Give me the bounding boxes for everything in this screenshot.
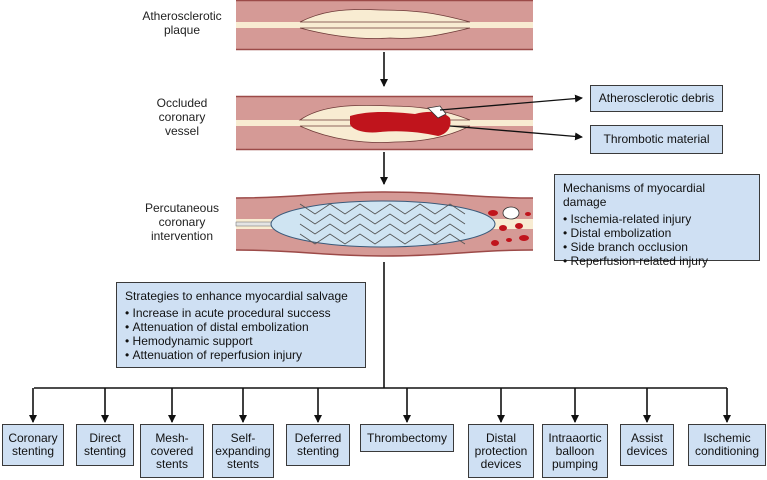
mechanisms-box: Mechanisms of myocardial damage Ischemia… [554,174,760,268]
plaque-deposit [299,9,471,23]
strategies-title: Strategies to enhance myocardial salvage [125,289,348,303]
option-box: Distal protection devices [468,424,534,478]
stage-label-occluded: Occluded coronary vessel [156,96,208,138]
vessel-pci [235,191,534,257]
option-box: Deferred stenting [286,424,350,466]
mechanism-item: Reperfusion-related injury [563,254,751,268]
mechanisms-title: Mechanisms of myocardial damage [563,181,706,209]
option-box: Self- expanding stents [212,424,274,478]
mechanism-item: Ischemia-related injury [563,212,751,226]
option-box: Assist devices [620,424,674,466]
strategy-item: Hemodynamic support [125,334,357,348]
stage-label-pci: Percutaneous coronary intervention [144,201,220,243]
mechanism-item: Side branch occlusion [563,240,751,254]
stage-label-plaque: Atherosclerotic plaque [142,9,222,37]
strategies-box: Strategies to enhance myocardial salvage… [116,282,366,368]
thrombus-box: Thrombotic material [590,125,723,154]
option-box: Intraaortic balloon pumping [542,424,608,478]
strategy-item: Attenuation of reperfusion injury [125,348,357,362]
option-box: Ischemic conditioning [688,424,766,466]
arrow-thrombus [449,125,583,141]
branch-arrows [29,388,731,423]
mechanism-item: Distal embolization [563,226,751,240]
arrow-debris [439,94,583,111]
debris-box: Atherosclerotic debris [590,85,723,112]
stent-mesh [299,203,466,245]
option-box: Mesh- covered stents [140,424,204,478]
option-box: Direct stenting [76,424,134,466]
vessel-occluded [236,95,533,151]
vessel-plaque [236,0,533,51]
debris-fragment [427,105,447,119]
option-box: Coronary stenting [2,424,64,466]
option-box: Thrombectomy [360,424,454,452]
mechanisms-list: Ischemia-related injury Distal embolizat… [563,212,751,268]
balloon [270,200,496,248]
thrombus [350,111,451,136]
strategy-item: Increase in acute procedural success [125,306,357,320]
strategies-list: Increase in acute procedural success Att… [125,306,357,362]
embolized-particles [488,206,531,246]
strategy-item: Attenuation of distal embolization [125,320,357,334]
